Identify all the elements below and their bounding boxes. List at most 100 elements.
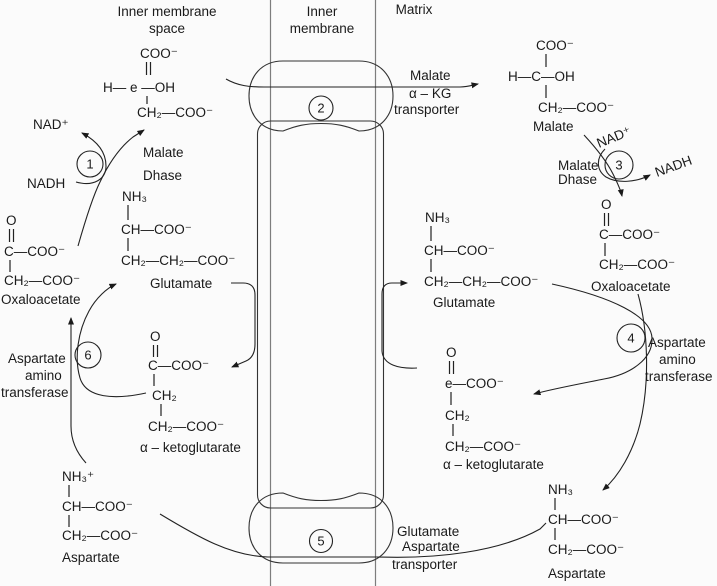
transporter-2-shape: [248, 60, 394, 132]
left-ketoglutarate-row-3: CH₂—COO⁻: [148, 419, 224, 434]
label-nadh-right: NADH: [653, 153, 694, 180]
label-inner-membrane-1: Inner: [307, 4, 338, 19]
molecule-left-aspartate: NH₃⁺ CH—COO⁻ CH₂—COO⁻ Aspartate: [62, 469, 138, 565]
left-oxaloacetate-row-0: O: [6, 213, 17, 228]
right-aspartate-label: Aspartate: [548, 566, 606, 581]
molecule-left-malate: COO⁻ H— e —OH CH₂—COO⁻: [103, 46, 213, 120]
left-glutamate-row-2: CH₂—CH₂—COO⁻: [121, 253, 235, 268]
label-malate-akg-transporter-2: α – KG: [409, 86, 451, 101]
label-malate-dhase-left-2: Dhase: [143, 168, 182, 183]
right-ketoglutarate-label: α – ketoglutarate: [443, 457, 544, 472]
right-ketoglutarate-double-bond: [448, 361, 455, 374]
right-malate-row-2: CH₂—COO⁻: [538, 100, 614, 115]
left-malate-double-bond: [145, 62, 152, 75]
label-nadh-left: NADH: [27, 176, 65, 191]
label-inner-membrane-space-1: Inner membrane: [117, 4, 216, 19]
label-malate-akg-transporter-3: transporter: [394, 102, 460, 117]
right-aspartate-row-0: NH₃: [548, 482, 573, 497]
right-glutamate-row-0: NH₃: [425, 210, 450, 225]
arrow-channel-to-glutamate-right: [381, 280, 418, 369]
left-malate-row-2: CH₂—COO⁻: [137, 105, 213, 120]
arrow-ketoglutarate-to-glutamate-left: [76, 283, 147, 398]
arrow-oxaloacetate-to-aspartate-right: [602, 293, 648, 491]
label-glu-asp-transporter-1: Glutamate: [397, 524, 459, 539]
connector-aspartate-through-transporter-5: [159, 513, 547, 558]
right-glutamate-row-1: CH—COO⁻: [424, 243, 495, 258]
label-malate-dhase-right-1: Malate: [558, 158, 599, 173]
right-oxaloacetate-row-1: C—COO⁻: [599, 227, 660, 242]
step-4-number: 4: [627, 331, 634, 346]
label-nad-right: NAD⁺: [595, 124, 634, 151]
left-aspartate-row-0: NH₃⁺: [62, 469, 94, 484]
left-aspartate-row-2: CH₂—COO⁻: [62, 528, 138, 543]
right-malate-label: Malate: [533, 119, 574, 134]
left-malate-row-1: H— e —OH: [103, 80, 175, 95]
label-matrix: Matrix: [396, 2, 433, 17]
molecule-right-ketoglutarate: O e—COO⁻ CH₂ CH₂—COO⁻ α – ketoglutarate: [443, 345, 544, 472]
label-malate-akg-transporter-1: Malate: [410, 68, 451, 83]
right-glutamate-label: Glutamate: [433, 295, 495, 310]
left-aspartate-row-1: CH—COO⁻: [62, 499, 133, 514]
molecule-left-glutamate: NH₃ CH—COO⁻ CH₂—CH₂—COO⁻ Glutamate: [121, 189, 235, 291]
transporter-5-shape: [248, 492, 394, 564]
left-glutamate-row-1: CH—COO⁻: [121, 222, 192, 237]
label-aspartate-aminotransferase-right-2: amino: [659, 352, 696, 367]
label-nad-left: NAD⁺: [33, 117, 69, 132]
membrane-channel-shape: [256, 120, 385, 509]
arrow-glutamate-into-channel-left: [231, 282, 256, 368]
step-2-number: 2: [317, 101, 324, 116]
arrow-nad-to-nadh-right: [597, 148, 651, 182]
right-glutamate-row-2: CH₂—CH₂—COO⁻: [424, 274, 538, 289]
label-inner-membrane-space-2: space: [149, 21, 185, 36]
arrow-malate-through-transporter-2: [225, 78, 479, 89]
left-ketoglutarate-label: α – ketoglutarate: [140, 440, 241, 455]
left-oxaloacetate-row-1: C—COO⁻: [4, 244, 65, 259]
label-aspartate-aminotransferase-left-3: transferase: [1, 385, 69, 400]
molecule-right-aspartate: NH₃ CH—COO⁻ CH₂—COO⁻ Aspartate: [548, 482, 624, 581]
arrow-aspartate-to-oxaloacetate-left: [68, 317, 87, 464]
region-labels: Inner membrane space Inner membrane Matr…: [117, 2, 432, 36]
left-oxaloacetate-row-2: CH₂—COO⁻: [4, 273, 80, 288]
left-ketoglutarate-row-0: O: [150, 329, 161, 344]
left-ketoglutarate-row-1: C—COO⁻: [148, 358, 209, 373]
left-ketoglutarate-double-bond: [152, 345, 159, 357]
label-aspartate-aminotransferase-right-1: Aspartate: [648, 335, 706, 350]
molecule-left-oxaloacetate: O C—COO⁻ CH₂—COO⁻ Oxaloacetate: [1, 213, 81, 307]
reaction-arrows: [68, 78, 653, 558]
step-5-circle: [308, 528, 334, 554]
enzyme-labels: Malate Dhase Malate Dhase Aspartate amin…: [1, 145, 713, 400]
right-aspartate-row-1: CH—COO⁻: [548, 512, 619, 527]
right-oxaloacetate-row-2: CH₂—COO⁻: [599, 257, 675, 272]
step-3-number: 3: [615, 158, 622, 173]
arrow-malate-to-oxaloacetate-right: [583, 134, 624, 197]
step-1-circle: [76, 150, 104, 178]
left-oxaloacetate-double-bond: [8, 229, 15, 242]
molecule-left-ketoglutarate: O C—COO⁻ CH₂ CH₂—COO⁻ α – ketoglutarate: [140, 329, 241, 455]
label-aspartate-aminotransferase-right-3: transferase: [645, 369, 713, 384]
right-oxaloacetate-label: Oxaloacetate: [591, 279, 671, 294]
label-glu-asp-transporter-2: Aspartate: [402, 539, 460, 554]
right-ketoglutarate-row-2: CH₂: [445, 408, 470, 423]
step-6-circle: [74, 341, 102, 369]
right-ketoglutarate-row-1: e—COO⁻: [445, 376, 504, 391]
step-5-number: 5: [317, 534, 324, 549]
left-oxaloacetate-label: Oxaloacetate: [1, 292, 81, 307]
molecule-right-glutamate: NH₃ CH—COO⁻ CH₂—CH₂—COO⁻ Glutamate: [424, 210, 538, 310]
left-malate-row-0: COO⁻: [140, 46, 178, 61]
left-aspartate-label: Aspartate: [62, 550, 120, 565]
right-oxaloacetate-row-0: O: [601, 197, 612, 212]
arrow-oxaloacetate-to-malate-left: [77, 129, 145, 247]
step-2-circle: [308, 95, 334, 121]
step-3-circle: [604, 150, 634, 180]
label-malate-dhase-right-2: Dhase: [558, 172, 597, 187]
step-circles: 1 2 3 4 5 6: [74, 95, 646, 554]
right-oxaloacetate-double-bond: [603, 213, 610, 226]
label-aspartate-aminotransferase-left-1: Aspartate: [8, 351, 66, 366]
molecule-right-oxaloacetate: O C—COO⁻ CH₂—COO⁻ Oxaloacetate: [591, 197, 675, 294]
right-malate-row-0: COO⁻: [536, 38, 574, 53]
label-malate-dhase-left-1: Malate: [143, 145, 184, 160]
molecule-right-malate: COO⁻ H—C—OH CH₂—COO⁻ Malate: [508, 38, 614, 134]
label-aspartate-aminotransferase-left-2: amino: [25, 368, 62, 383]
